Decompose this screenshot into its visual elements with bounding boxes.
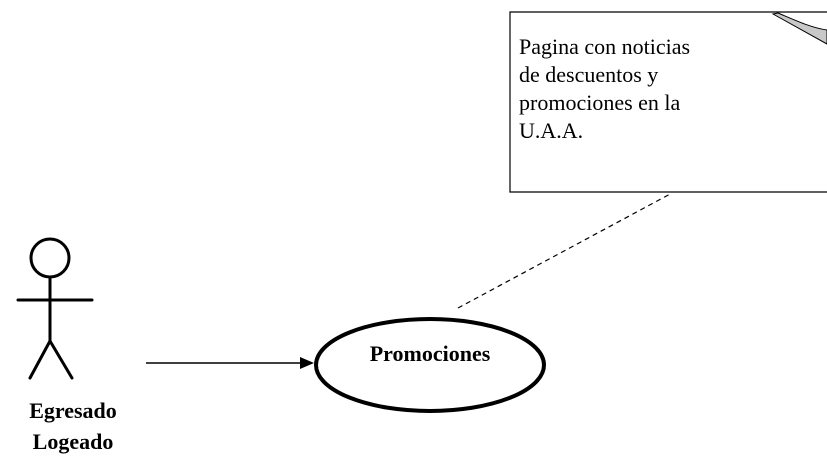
note-border <box>509 11 827 193</box>
arrowhead <box>300 357 314 369</box>
note-line-3: promociones en la <box>519 90 681 115</box>
actor-name: Egresado Logeado <box>0 395 146 457</box>
note-line-2: de descuentos y <box>519 62 659 87</box>
actor-head <box>29 237 71 279</box>
note-line-1: Pagina con noticias <box>519 34 691 59</box>
use-case-ellipse <box>314 317 546 413</box>
note-line-4: U.A.A. <box>519 118 584 143</box>
note-text: Pagina con noticias de descuentos y prom… <box>519 33 819 145</box>
note-connector-dashed <box>457 192 673 309</box>
actor-stick-figure <box>16 237 94 380</box>
association-arrow <box>146 357 314 369</box>
actor-right-leg <box>48 339 74 380</box>
actor-left-leg <box>28 339 52 380</box>
use-case-label: Promociones <box>369 341 491 366</box>
note-box <box>509 11 827 193</box>
actor-name-line-2: Logeado <box>32 429 114 454</box>
actor-name-line-1: Egresado <box>29 398 117 423</box>
